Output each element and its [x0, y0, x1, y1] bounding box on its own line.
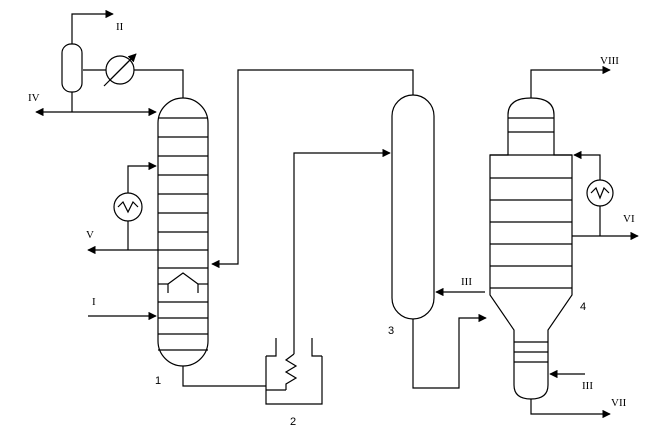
- column-1-bottoms-line: [182, 366, 266, 387]
- column-4: [489, 97, 573, 400]
- reflux-accumulator: [61, 43, 83, 93]
- column-4-shell: [489, 97, 573, 400]
- condenser: [103, 53, 137, 87]
- label-stream-ii: II: [116, 21, 124, 33]
- label-stream-i: I: [92, 296, 96, 308]
- label-stream-v: V: [86, 229, 94, 241]
- label-stream-iv: IV: [28, 92, 40, 104]
- label-equipment-2: 2: [290, 416, 296, 428]
- column-3-bottoms-line: [412, 313, 487, 389]
- column-1-trays: [158, 117, 208, 351]
- column-4-trays: [490, 117, 572, 363]
- column-4-pumparound: [573, 150, 614, 236]
- column-3-overhead-line: [211, 69, 414, 269]
- label-equipment-3: 3: [388, 325, 394, 337]
- furnace-2: [265, 330, 323, 405]
- column-3: [391, 94, 435, 320]
- column-4-top-outlet: [530, 65, 611, 98]
- column-1-overhead-system: [35, 9, 184, 117]
- label-stream-viii: VIII: [600, 55, 619, 67]
- column-1-chimney-tray: [158, 272, 208, 293]
- label-stream-vi: VI: [623, 213, 635, 225]
- column-1-pumparound: [87, 161, 158, 255]
- column-4-heater: [586, 179, 614, 207]
- column-1: [157, 97, 209, 367]
- label-equipment-4: 4: [580, 301, 586, 313]
- label-stream-vii: VII: [611, 397, 627, 409]
- label-stream-iii-col4: III: [582, 380, 593, 392]
- column-4-bottom-outlet: [530, 399, 611, 419]
- label-stream-iii-col3: III: [461, 276, 472, 288]
- furnace-outlet-line: [293, 148, 391, 330]
- label-equipment-1: 1: [155, 375, 161, 387]
